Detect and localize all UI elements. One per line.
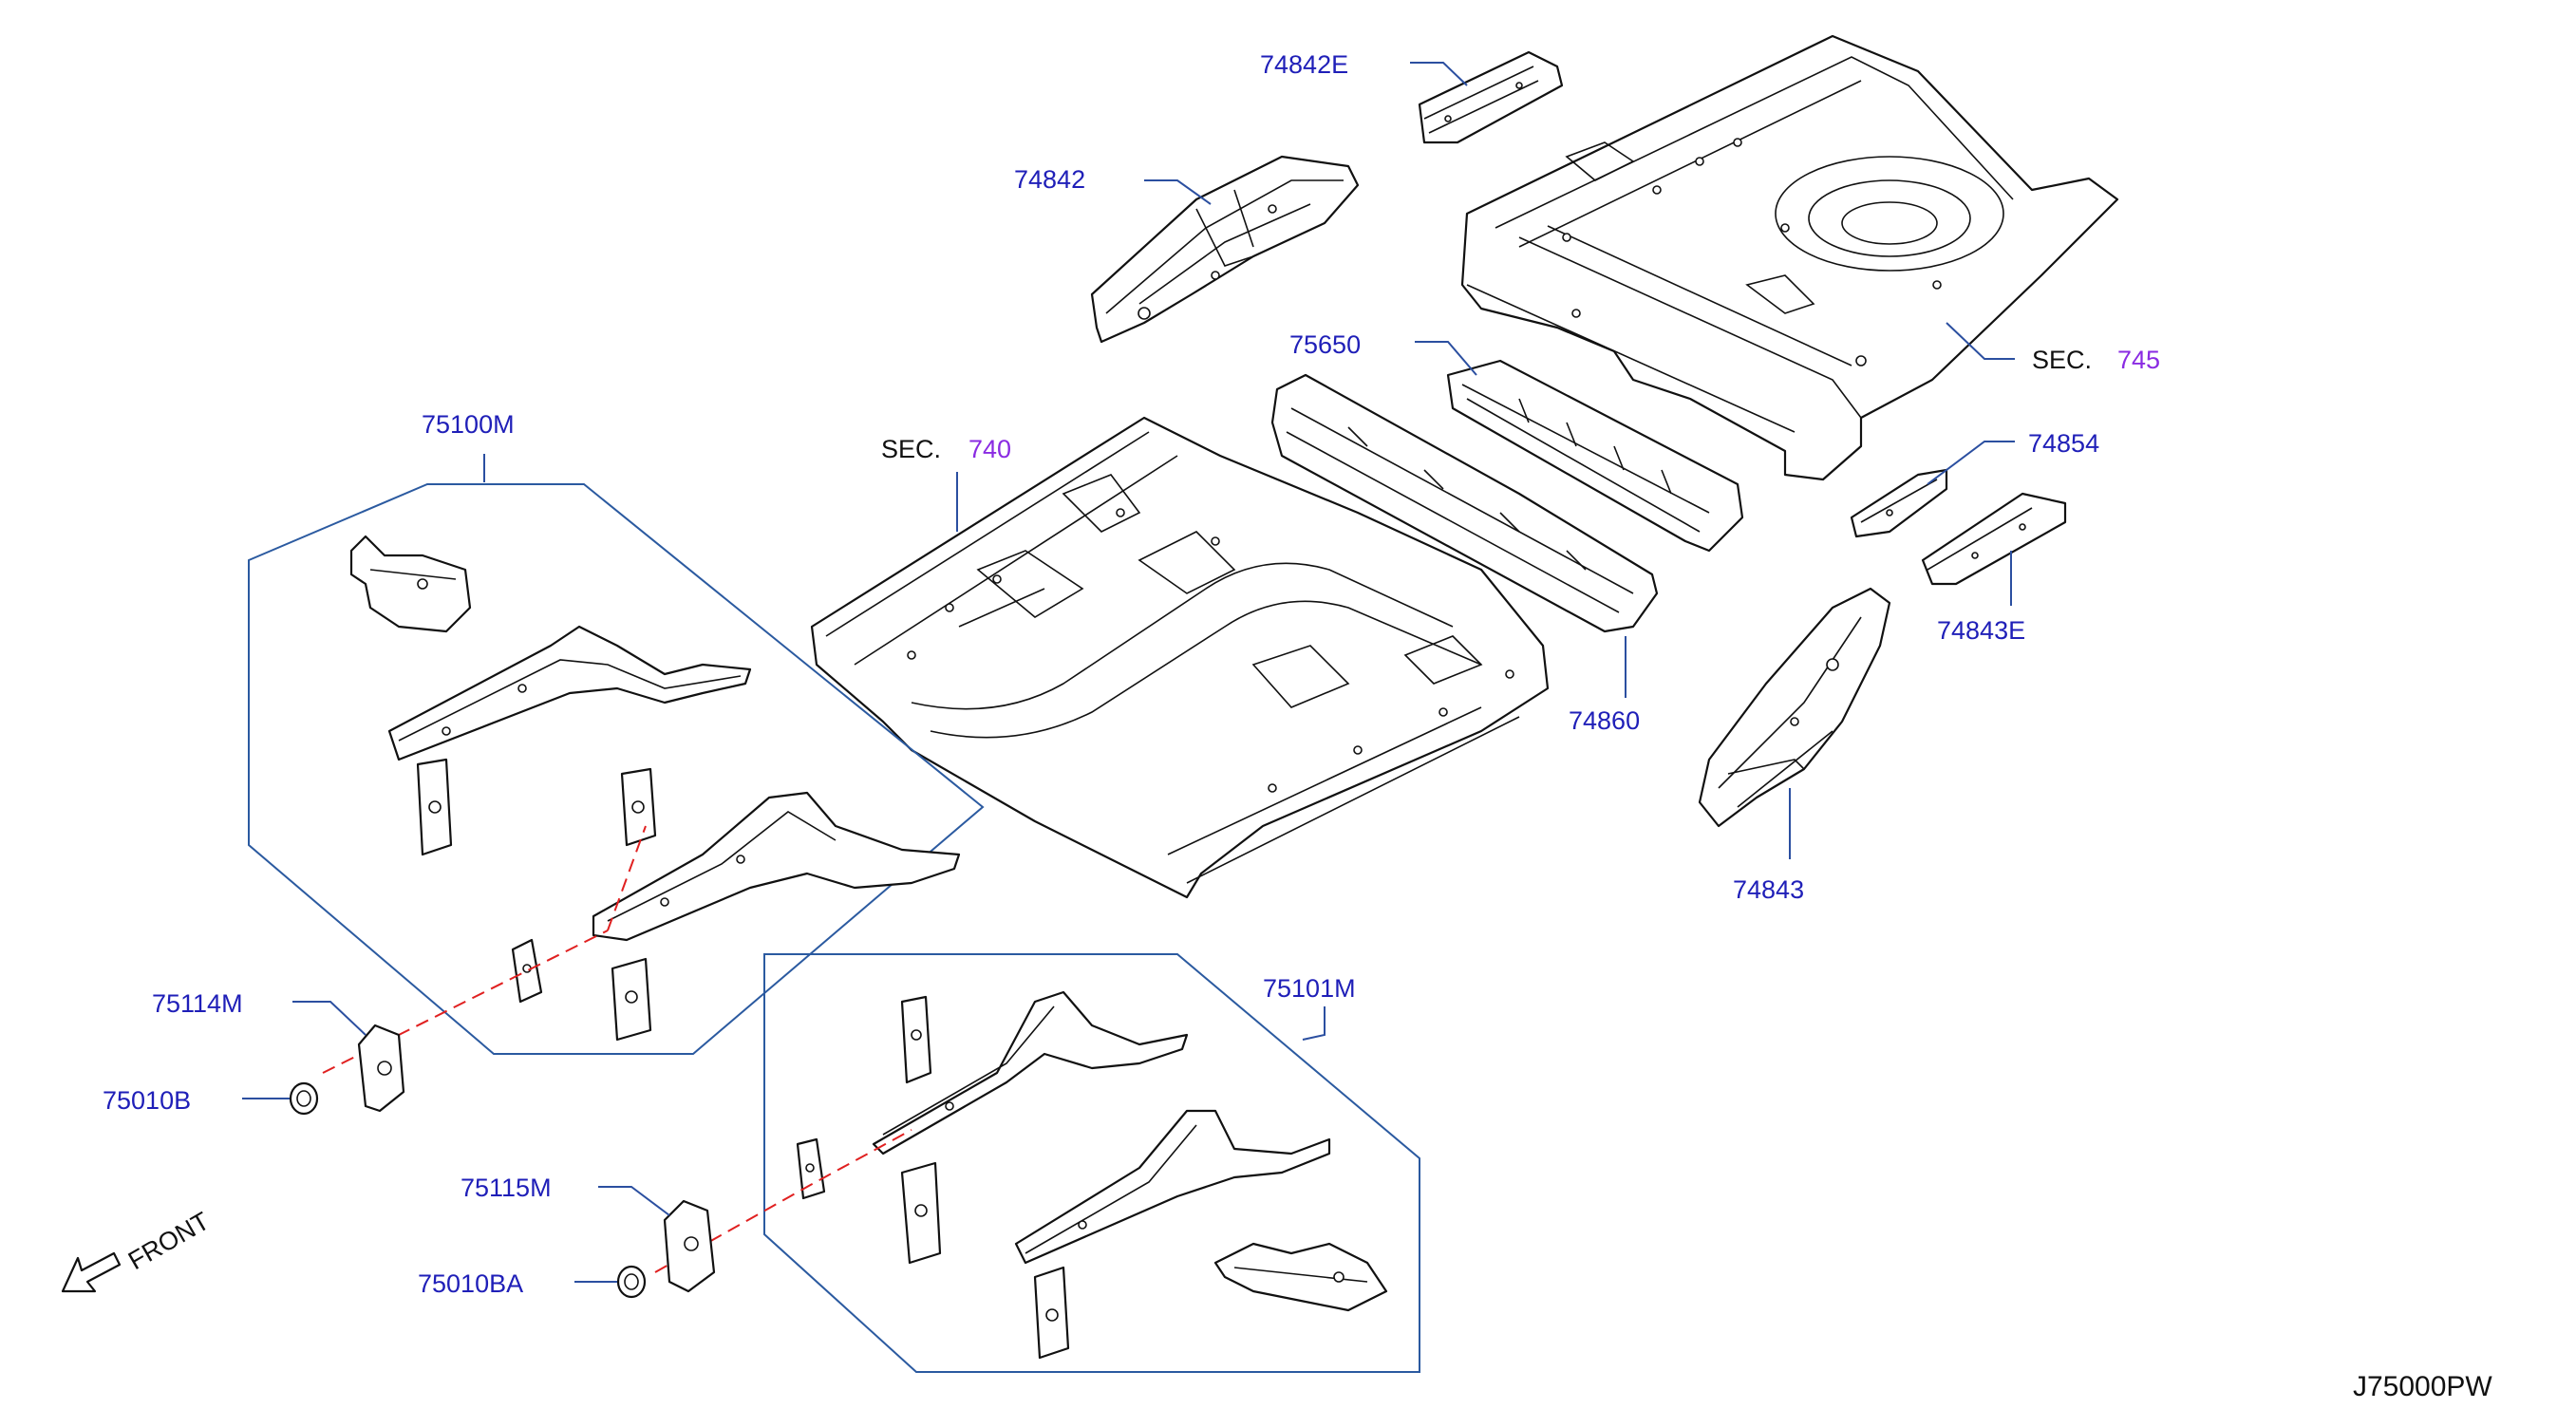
label-75650[interactable]: 75650 <box>1289 330 1361 359</box>
leader-75650 <box>1415 341 1477 376</box>
part-74854-shape[interactable] <box>1850 468 1948 538</box>
leader-sec745 <box>1946 322 2015 360</box>
part-74842-shape[interactable] <box>1090 155 1360 344</box>
part-75101M-post-lower[interactable] <box>1033 1266 1070 1360</box>
part-75650-shape[interactable] <box>1446 359 1744 553</box>
group-75101M-outline <box>763 953 1420 1373</box>
part-75100M-post-mid[interactable] <box>620 767 657 847</box>
part-75115M-shape[interactable] <box>663 1199 716 1293</box>
part-75101M-post-upper[interactable] <box>900 995 932 1084</box>
label-75101M[interactable]: 75101M <box>1263 974 1356 1003</box>
label-sec745-prefix: SEC. <box>2032 346 2092 374</box>
label-74843[interactable]: 74843 <box>1733 875 1804 904</box>
leader-74842 <box>1144 179 1212 205</box>
group-75100M-outline <box>248 483 985 1055</box>
part-75101M-small-bracket[interactable] <box>796 1137 826 1200</box>
leader-75115M <box>598 1186 670 1216</box>
label-74842[interactable]: 74842 <box>1014 165 1085 194</box>
part-75100M-rail-upper[interactable] <box>387 625 752 761</box>
part-75100M-rail-lower[interactable] <box>592 791 961 942</box>
part-74842E-shape[interactable] <box>1418 50 1564 144</box>
label-75115M[interactable]: 75115M <box>461 1174 552 1202</box>
part-75101M-post-mid[interactable] <box>900 1161 942 1265</box>
leader-74842E <box>1410 62 1468 86</box>
part-75100M-post-lower[interactable] <box>611 957 652 1042</box>
leader-75114M <box>292 1001 367 1036</box>
part-75101M-bracket-bottom[interactable] <box>1213 1242 1388 1312</box>
part-75010BA-nut[interactable] <box>616 1265 647 1299</box>
diagram-id: J75000PW <box>2353 1371 2492 1402</box>
label-74854[interactable]: 74854 <box>2028 429 2099 458</box>
front-label: FRONT <box>123 1207 215 1275</box>
part-74843-shape[interactable] <box>1698 587 1891 828</box>
part-75100M-bracket-top[interactable] <box>349 535 472 633</box>
part-74860-shape[interactable] <box>1270 373 1659 633</box>
part-75101M-rail-upper[interactable] <box>872 990 1189 1155</box>
leader-74854 <box>1927 441 2015 485</box>
part-75100M-small-bracket[interactable] <box>511 938 543 1004</box>
label-75100M[interactable]: 75100M <box>422 410 515 439</box>
front-arrow-icon <box>61 1251 122 1293</box>
assembly-axis-75101M <box>654 1129 912 1273</box>
part-75114M-shape[interactable] <box>357 1024 405 1113</box>
label-74860[interactable]: 74860 <box>1569 706 1640 735</box>
part-75010B-nut[interactable] <box>289 1081 319 1116</box>
part-75101M-rail-lower[interactable] <box>1014 1109 1331 1265</box>
leader-75101M <box>1302 1006 1326 1041</box>
label-74842E[interactable]: 74842E <box>1260 50 1348 79</box>
label-sec740-number[interactable]: 740 <box>968 435 1011 463</box>
label-75010B[interactable]: 75010B <box>103 1086 191 1115</box>
label-sec740-prefix: SEC. <box>881 435 941 463</box>
part-75100M-post-left[interactable] <box>416 758 453 856</box>
label-sec745-number[interactable]: 745 <box>2117 346 2160 374</box>
rear-floor-panel[interactable] <box>1460 34 2119 481</box>
label-75114M[interactable]: 75114M <box>152 989 243 1018</box>
label-74843E[interactable]: 74843E <box>1937 616 2025 645</box>
part-74843E-shape[interactable] <box>1921 492 2067 586</box>
front-floor-panel[interactable] <box>810 416 1550 899</box>
label-75010BA[interactable]: 75010BA <box>418 1269 523 1298</box>
